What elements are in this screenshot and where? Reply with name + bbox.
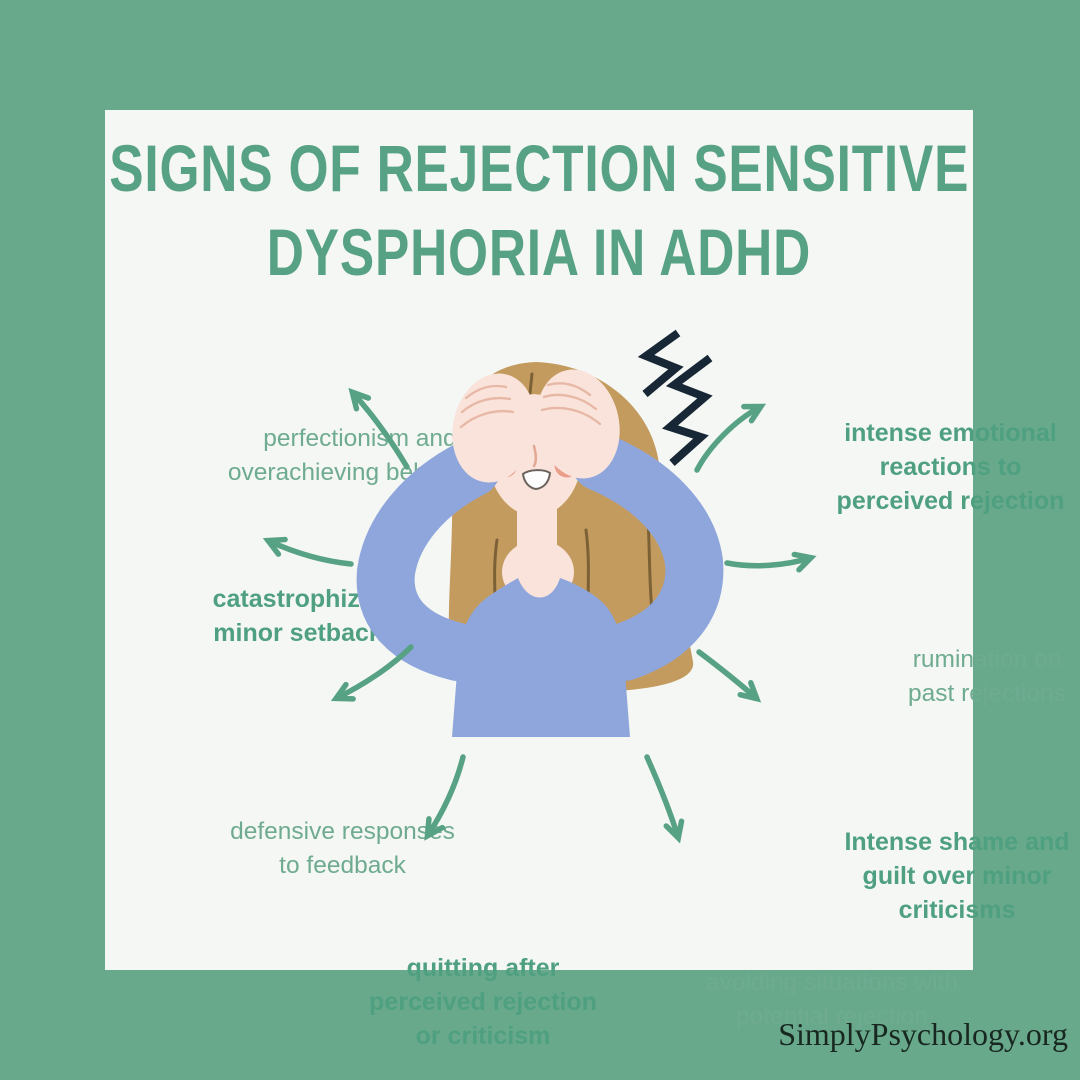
sign-line: intense emotional: [844, 419, 1057, 447]
sign-line: Intense shame and: [844, 828, 1070, 856]
sign-line: quitting after: [406, 954, 560, 982]
sign-label-catastrophizing: catastrophizing minor setbacks: [185, 582, 425, 650]
sign-line: potential rejection: [735, 1003, 929, 1030]
sign-line: avoiding situations with: [706, 969, 958, 996]
sign-line: perceived rejection: [369, 988, 597, 1016]
sign-line: catastrophizing: [212, 585, 398, 613]
sign-line: minor setbacks: [213, 619, 397, 647]
sign-label-intense-shame: Intense shame and guilt over minor criti…: [833, 825, 1080, 927]
sign-line: criticisms: [898, 896, 1016, 924]
sign-line: perceived rejection: [836, 487, 1065, 515]
sign-line: guilt over minor: [862, 862, 1052, 890]
sign-line: reactions to: [879, 453, 1022, 481]
sign-label-defensive-responses: defensive responses to feedback: [210, 815, 475, 883]
sign-line: overachieving behaviors: [227, 459, 493, 486]
sign-label-avoiding-situations: avoiding situations with potential rejec…: [693, 966, 971, 1034]
sign-line: rumination on: [912, 646, 1062, 673]
sign-label-perfectionism: perfectionism and overachieving behavior…: [220, 422, 500, 490]
sign-label-rumination: rumination on past rejections: [873, 643, 1080, 711]
watermark: SimplyPsychology.org: [778, 1016, 1068, 1052]
sign-line: defensive responses: [230, 818, 455, 845]
page-title-line-1: SIGNS OF REJECTION SENSITIVE: [109, 131, 969, 205]
sign-line: to feedback: [279, 852, 406, 879]
sign-label-intense-emotional-reactions: intense emotional reactions to perceived…: [823, 416, 1078, 518]
sign-line: past rejections: [908, 680, 1066, 707]
page-title-line-2: DYSPHORIA IN ADHD: [266, 215, 812, 289]
sign-label-quitting: quitting after perceived rejection or cr…: [355, 951, 611, 1053]
sign-line: perfectionism and: [263, 425, 457, 452]
sign-line: or criticism: [415, 1022, 551, 1050]
content-card: SIGNS OF REJECTION SENSITIVE DYSPHORIA I…: [105, 110, 1070, 1050]
page-title: SIGNS OF REJECTION SENSITIVE DYSPHORIA I…: [105, 126, 973, 294]
